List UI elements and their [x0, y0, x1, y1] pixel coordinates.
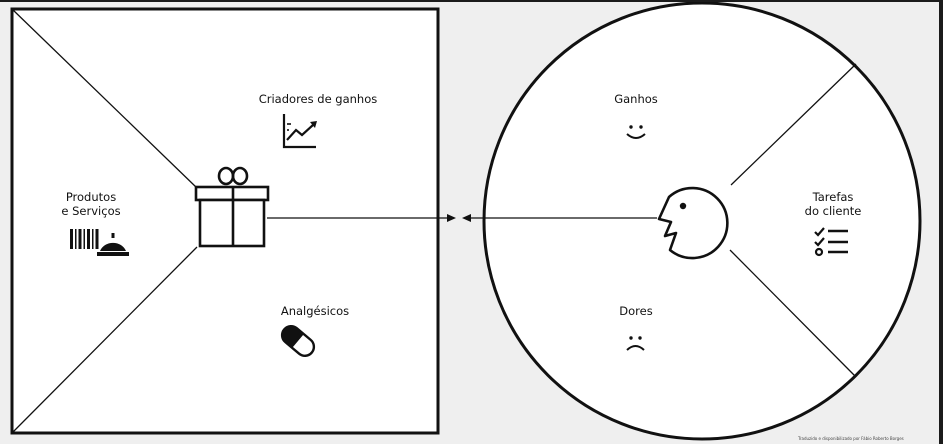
gains-label: Ganhos [614, 92, 658, 106]
barcode-service-bell-icon [70, 229, 129, 256]
customer-jobs-label-line2: do cliente [804, 204, 862, 218]
fit-arrows [267, 214, 657, 222]
checklist-icon [814, 227, 848, 257]
diagonal-top-left [11, 8, 198, 189]
diagonal-bottom-left [11, 246, 198, 434]
pain-relievers-label: Analgésicos [280, 304, 350, 318]
chart-up-icon [282, 114, 317, 149]
divider-upper-right [730, 63, 857, 186]
gift-icon [194, 166, 270, 248]
products-services-label-line1: Produtos [65, 190, 117, 204]
credit-text: Traduzido e disponibilizado por Fábio Ro… [798, 436, 904, 441]
pains-label: Dores [619, 304, 653, 318]
face-profile-icon [657, 186, 729, 260]
gain-creators-label: Criadores de ganhos [258, 92, 378, 106]
products-services-label-line2: e Serviços [61, 204, 121, 218]
window-edge-right [939, 0, 943, 444]
divider-lower-right [729, 249, 857, 378]
pill-icon [280, 325, 316, 357]
window-edge-top [0, 0, 943, 2]
frown-icon [626, 336, 645, 351]
smile-icon [626, 125, 646, 139]
customer-jobs-label-line1: Tarefas [812, 190, 854, 204]
